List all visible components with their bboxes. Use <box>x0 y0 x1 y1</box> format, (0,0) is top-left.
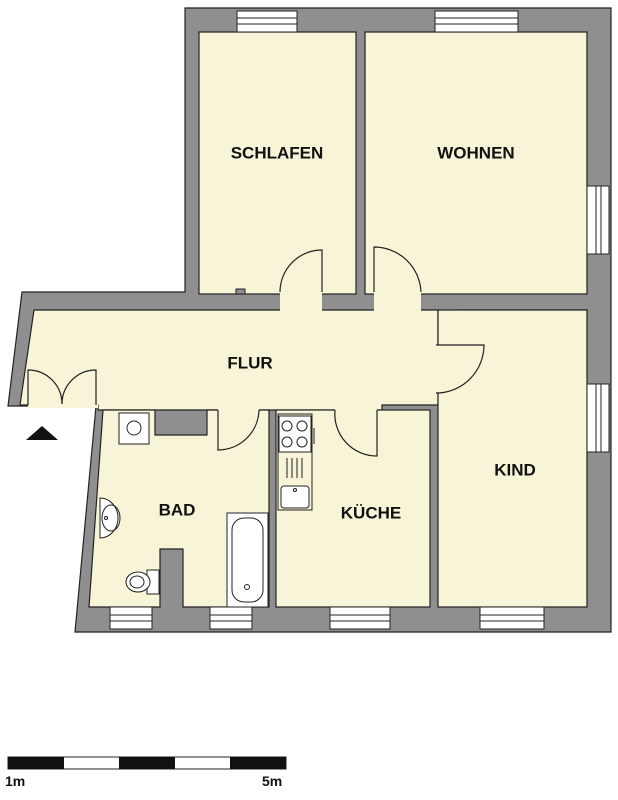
window-icon <box>586 383 610 453</box>
room-label-kueche: KÜCHE <box>341 503 401 522</box>
wall-stub <box>235 288 246 295</box>
scale-label-end: 5m <box>262 773 282 789</box>
door-swing-icon <box>217 409 260 451</box>
room-label-bad: BAD <box>159 500 196 519</box>
floor-wohnen <box>364 31 588 295</box>
door-openings <box>28 292 440 414</box>
floors <box>19 31 588 608</box>
washbasin-icon <box>99 497 121 539</box>
bathroom-fixtures <box>99 412 269 608</box>
window-icon <box>209 606 253 630</box>
door-swing-icon <box>334 409 378 457</box>
entrance-arrow-icon <box>26 426 58 440</box>
window-icon <box>434 10 519 33</box>
room-label-schlafen: SCHLAFEN <box>231 143 324 162</box>
window-icon <box>236 10 298 33</box>
door-swings <box>27 246 485 457</box>
toilet-icon <box>125 569 160 595</box>
door-swing-icon <box>435 344 485 394</box>
door-swing-icon <box>373 246 422 293</box>
bathtub-icon <box>226 512 269 608</box>
room-label-flur: FLUR <box>227 353 272 372</box>
floor-bad <box>88 409 270 608</box>
stove-icon <box>278 415 315 453</box>
counter <box>277 413 313 511</box>
floor-schlafen <box>198 31 357 295</box>
washbasin-icon <box>118 412 150 445</box>
windows <box>109 10 610 630</box>
window-icon <box>586 185 610 255</box>
window-icon <box>479 606 545 630</box>
drainboard <box>286 458 303 478</box>
kitchen-fixtures <box>277 413 315 511</box>
window-icon <box>329 606 391 630</box>
entrance-door-icon <box>27 369 63 405</box>
room-label-wohnen: WOHNEN <box>437 143 514 162</box>
scale-bar: 1m 5m <box>5 756 287 789</box>
window-icon <box>109 606 153 630</box>
entrance-door-icon <box>61 369 97 405</box>
scale-label-start: 1m <box>5 773 25 789</box>
floor-kind <box>437 309 588 608</box>
sink-icon <box>280 485 310 509</box>
room-label-kind: KIND <box>494 460 536 479</box>
door-swing-icon <box>279 249 323 293</box>
